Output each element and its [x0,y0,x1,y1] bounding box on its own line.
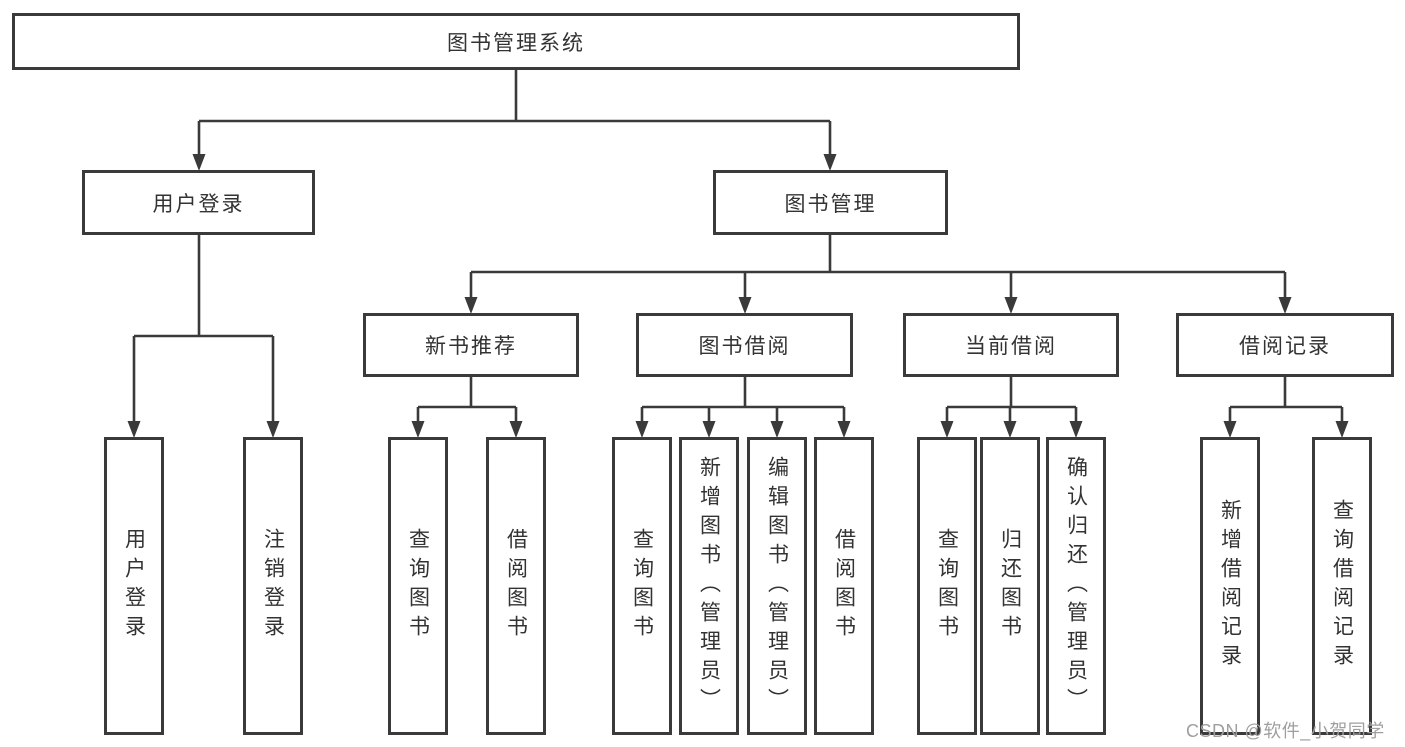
node-leaf-query-book-borrow: 查询图书 [612,437,672,735]
node-leaf-query-book-current: 查询图书 [917,437,977,735]
connector-root-to-level1 [192,70,837,171]
node-leaf-add-book-admin: 新增图书（管理员） [679,437,739,735]
connector-user-login-children [127,235,280,438]
node-leaf-borrow-book-recommend: 借阅图书 [486,437,546,735]
node-book-borrow: 图书借阅 [636,313,853,377]
node-leaf-confirm-return-admin: 确认归还（管理员） [1046,437,1106,735]
node-leaf-query-book-recommend: 查询图书 [388,437,448,735]
watermark: CSDN @软件_小贺同学 [1186,721,1385,741]
node-book-management-module: 图书管理 [713,170,948,235]
node-borrow-records: 借阅记录 [1176,313,1394,377]
node-leaf-query-borrow-record: 查询借阅记录 [1312,437,1372,735]
node-leaf-logout: 注销登录 [243,437,303,735]
connector-current-borrow-children [940,377,1083,438]
node-leaf-borrow-book: 借阅图书 [814,437,874,735]
node-root-library-system: 图书管理系统 [12,13,1020,70]
connector-new-book-children [411,377,523,438]
connector-book-borrow-children [635,377,851,438]
node-leaf-user-login: 用户登录 [104,437,164,735]
node-leaf-return-book: 归还图书 [980,437,1040,735]
node-user-login-module: 用户登录 [82,170,315,235]
node-current-borrow: 当前借阅 [903,313,1119,377]
node-leaf-add-borrow-record: 新增借阅记录 [1200,437,1260,735]
node-new-book-recommend: 新书推荐 [363,313,579,377]
connector-borrow-records-children [1223,377,1349,438]
node-leaf-edit-book-admin: 编辑图书（管理员） [747,437,807,735]
connector-book-mgmt-children [464,235,1292,314]
